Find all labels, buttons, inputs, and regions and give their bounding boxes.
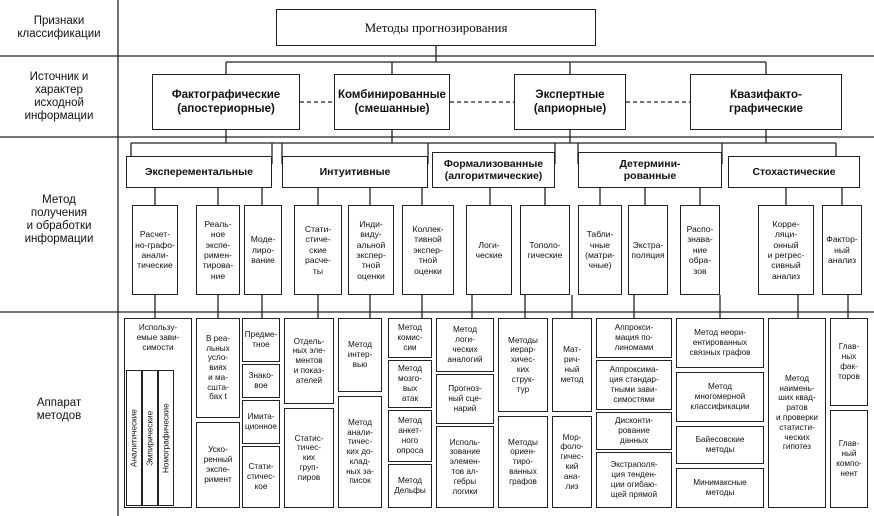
apparatus-analytic-notes: Метод анали- тичес- ких до- клад- ных за… xyxy=(338,396,382,508)
level1-quasi: Квазифакто- графические xyxy=(690,74,842,130)
apparatus-anketa: Метод анкет- ного опроса xyxy=(388,410,432,462)
level3-calc-analytic: Расчет- но-графо- анали- тические xyxy=(132,205,178,295)
level3-real-experiment: Реаль- ное экспе- римен- тирова- ние xyxy=(196,205,240,295)
diagram-title: Методы прогнозирования xyxy=(276,9,596,46)
apparatus-delphi: Метод Дельфы xyxy=(388,464,432,508)
level3-modeling: Моде- лиро- вание xyxy=(244,205,282,295)
level2-experimental: Эксперементальные xyxy=(126,156,272,188)
apparatus-oriented-graphs: Методы ориен- тиро- ванных графов xyxy=(498,416,548,508)
row-label-source: Источник и характер исходной информации xyxy=(24,71,94,122)
apparatus-accelerated: Уско- ренный экспе- римент xyxy=(196,422,240,508)
apparatus-separate-elements: Отдель- ных эле- ментов и показ- ателей xyxy=(284,318,334,404)
level2-formalized: Формализованные (алгоритмические) xyxy=(432,152,555,188)
apparatus-logical-analogies: Метод логи- ческих аналогий xyxy=(436,318,494,372)
apparatus-brainstorm: Метод мозго- вых атак xyxy=(388,360,432,408)
row-label-method: Метод получения и обработки информации xyxy=(24,194,94,245)
level3-individual-expert: Инди- виду- альной экспер- тной оценки xyxy=(348,205,394,295)
apparatus-forecast-scenario: Прогноз- ный сце- нарий xyxy=(436,374,494,424)
apparatus-statistical: Стати- стичес- кое xyxy=(242,446,280,508)
apparatus-bayesian: Байесовские методы xyxy=(676,426,764,464)
level3-correlation-regression: Корре- ляци- онный и регрес- сивный анал… xyxy=(758,205,814,295)
apparatus-discounting: Дисконти- рование данных xyxy=(596,412,672,450)
level3-pattern-recognition: Распо- знава- ние обра- зов xyxy=(680,205,720,295)
apparatus-empiric: Эмпирические xyxy=(142,370,158,506)
apparatus-algebra-logic: Исполь- зование элемен- тов ал- гебры ло… xyxy=(436,426,494,508)
apparatus-analytic: Аналитические xyxy=(126,370,142,506)
apparatus-nomographic: Номографические xyxy=(158,370,174,506)
level3-collective-expert: Коллек- тивной экспер- тной оценки xyxy=(402,205,454,295)
level3-tabular: Табли- чные (матри- чные) xyxy=(578,205,622,295)
level1-expert: Экспертные (априорные) xyxy=(514,74,626,130)
level3-logical: Логи- ческие xyxy=(466,205,512,295)
level1-combined: Комбинированные (смешанные) xyxy=(334,74,450,130)
apparatus-standard: Аппроксима- ция стандар- тными зави- сим… xyxy=(596,360,672,410)
apparatus-statistical-groups: Статис- тичес- ких груп- пиров xyxy=(284,408,334,508)
apparatus-least-squares: Метод наимень- ших квад- ратов и проверк… xyxy=(768,318,826,508)
apparatus-sign: Знако- вое xyxy=(242,364,280,398)
apparatus-real-conditions: В реа- льных усло- виях и ма- сшта- бах … xyxy=(196,318,240,418)
apparatus-morphological: Мор- фоло- гичес- кий ана- лиз xyxy=(552,416,592,508)
apparatus-multilevel: Метод многомерной классификации xyxy=(676,372,764,422)
level3-extrapolation: Экстра- поляция xyxy=(628,205,668,295)
row-label-classification: Признаки классификации xyxy=(17,15,101,40)
level3-statistical-calc: Стати- стиче- ские расче- ты xyxy=(294,205,342,295)
apparatus-main-factors: Глав- ных фак- торов xyxy=(830,318,868,406)
level2-deterministic: Детермини- рованные xyxy=(578,152,722,188)
apparatus-matrix: Мат- рич- ный метод xyxy=(552,318,592,412)
apparatus-imitation: Имита- ционное xyxy=(242,400,280,444)
apparatus-envelope: Экстраполя- ция тенден- ции огибаю- щей … xyxy=(596,452,672,508)
apparatus-dependencies-label: Использу- емые зави- симости xyxy=(136,323,180,352)
row-label-apparatus: Аппарат методов xyxy=(36,397,82,422)
apparatus-interview: Метод интер- вью xyxy=(338,318,382,392)
level3-factor-analysis: Фактор- ный анализ xyxy=(822,205,862,295)
level1-factographic: Фактографические (апостериорные) xyxy=(152,74,300,130)
apparatus-polynomial: Аппрокси- мация по- линомами xyxy=(596,318,672,358)
apparatus-subject: Предме- тное xyxy=(242,318,280,362)
level2-intuitive: Интуитивные xyxy=(282,156,428,188)
level3-topological: Тополо- гические xyxy=(520,205,570,295)
apparatus-main-component: Глав- ный компо- нент xyxy=(830,410,868,508)
apparatus-minimax: Минимаксные методы xyxy=(676,468,764,508)
apparatus-hierarchical: Методы иерар- хичес- ких струк- тур xyxy=(498,318,548,412)
apparatus-neuro: Метод неори- ентированных связных графов xyxy=(676,318,764,368)
level2-stochastic: Стохастические xyxy=(728,156,860,188)
apparatus-commissions: Метод комис- сии xyxy=(388,318,432,358)
